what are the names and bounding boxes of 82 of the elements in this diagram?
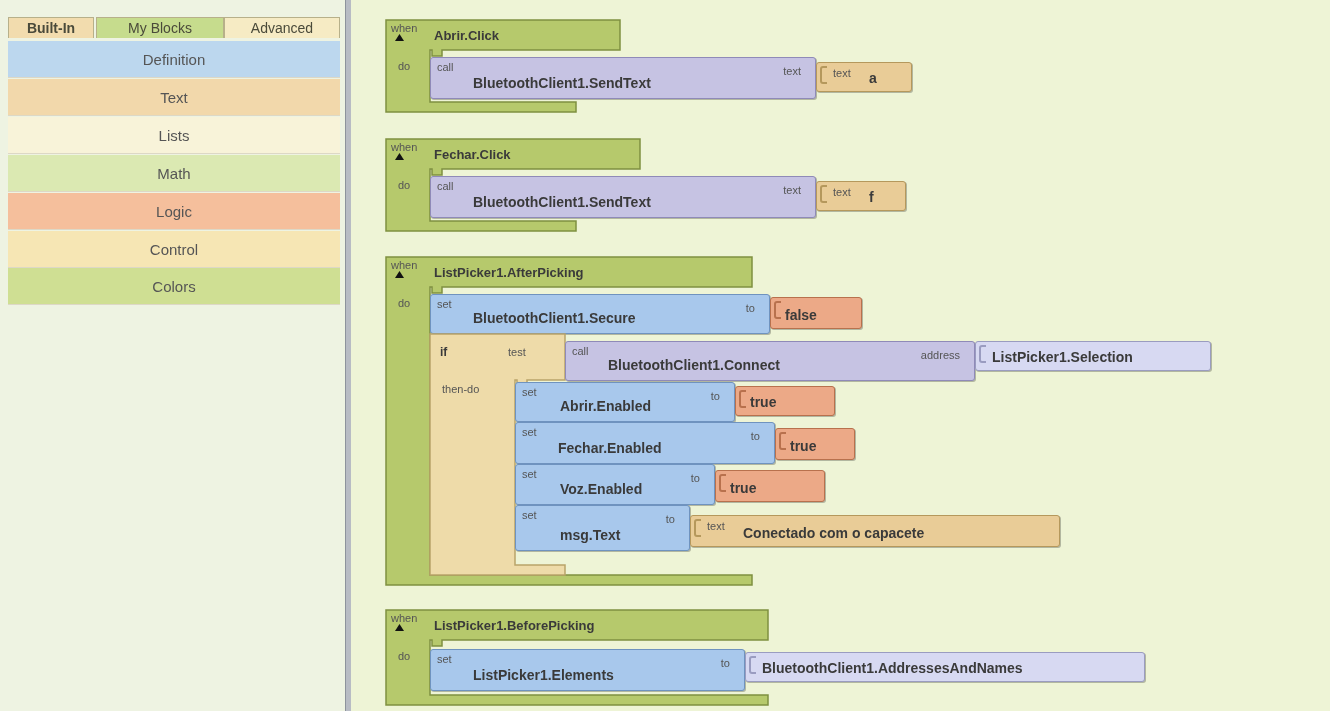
category-item: Logic (8, 193, 340, 230)
block-name: ListPicker1.Elements (473, 668, 614, 682)
keyword-label: set (522, 510, 537, 521)
value-block (816, 181, 906, 211)
value-text: ListPicker1.Selection (992, 350, 1133, 364)
set-block (430, 649, 745, 691)
block-name: msg.Text (560, 528, 621, 542)
value-block (735, 386, 835, 416)
value-block (745, 652, 1145, 682)
keyword-label: call (437, 62, 454, 73)
keyword-label: do (398, 298, 411, 309)
set-block (515, 422, 775, 464)
keyword-label: call (437, 181, 454, 192)
block-name: BluetoothClient1.SendText (473, 195, 651, 209)
keyword-label: when (391, 142, 418, 153)
value-text: true (730, 481, 757, 495)
keyword-label: set (522, 387, 537, 398)
set-block (515, 464, 715, 505)
call-block (430, 176, 816, 218)
value-block (690, 515, 1060, 547)
tab: Advanced (224, 17, 340, 38)
value-block (975, 341, 1211, 371)
set-block (515, 505, 690, 551)
category-item: Definition (8, 41, 340, 78)
value-text: Conectado com o capacete (743, 526, 925, 540)
keyword-label: then-do (442, 384, 480, 395)
keyword-label: do (398, 61, 411, 72)
value-text: true (790, 439, 817, 453)
socket-label: to (750, 431, 760, 442)
keyword-label: set (522, 427, 537, 438)
socket-label: to (690, 473, 700, 484)
keyword-label: when (391, 613, 418, 624)
call-block (430, 57, 816, 99)
value-text: true (750, 395, 777, 409)
block-name: BluetoothClient1.Connect (608, 358, 780, 372)
value-block (775, 428, 855, 460)
keyword-label: text (833, 68, 851, 79)
socket-label: to (745, 303, 755, 314)
keyword-label: when (391, 260, 418, 271)
category-item: Colors (8, 268, 340, 305)
value-text: false (785, 308, 817, 322)
set-block (515, 382, 735, 422)
event-name: ListPicker1.BeforePicking (434, 619, 595, 632)
keyword-label: set (522, 469, 537, 480)
keyword-label: text (833, 187, 851, 198)
event-name: Abrir.Click (434, 29, 500, 42)
call-block (565, 341, 975, 381)
category-item: Control (8, 231, 340, 268)
event-name: ListPicker1.AfterPicking (434, 266, 584, 279)
tab: Built-In (8, 17, 94, 38)
keyword-label: do (398, 180, 411, 191)
value-text: BluetoothClient1.AddressesAndNames (762, 661, 1023, 675)
keyword-label: do (398, 651, 411, 662)
set-block (430, 294, 770, 334)
socket-label: text (783, 185, 801, 196)
keyword-label: set (437, 299, 452, 310)
keyword-label: call (572, 346, 589, 357)
value-text: f (869, 190, 874, 204)
keyword-label: when (391, 23, 418, 34)
socket-label: to (665, 514, 675, 525)
socket-label: text (783, 66, 801, 77)
block-name: Voz.Enabled (560, 482, 643, 496)
socket-label: to (720, 658, 730, 669)
value-block (715, 470, 825, 502)
block-name: Abrir.Enabled (560, 399, 652, 413)
value-block (770, 297, 862, 329)
value-block (816, 62, 912, 92)
tab: My Blocks (96, 17, 224, 38)
socket-label: test (508, 347, 526, 358)
category-item: Math (8, 155, 340, 192)
event-name: Fechar.Click (434, 148, 511, 161)
keyword-label: text (707, 521, 725, 532)
socket-label: to (710, 391, 720, 402)
block-name: BluetoothClient1.Secure (473, 311, 636, 325)
block-name: Fechar.Enabled (558, 441, 662, 455)
keyword-label: if (440, 346, 448, 358)
block-name: BluetoothClient1.SendText (473, 76, 651, 90)
category-item: Lists (8, 117, 340, 154)
value-text: a (869, 71, 877, 85)
keyword-label: set (437, 654, 452, 665)
socket-label: address (920, 350, 960, 361)
category-item: Text (8, 79, 340, 116)
